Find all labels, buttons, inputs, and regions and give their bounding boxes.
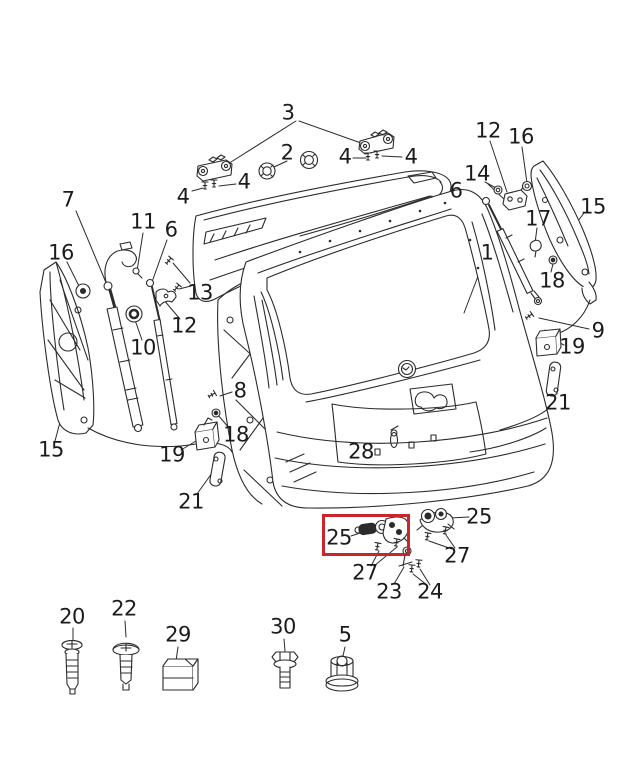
part-strip-21-left — [209, 451, 226, 487]
part-screw-8 — [206, 389, 218, 400]
part-strip-21-right — [545, 361, 562, 397]
part-28-hardware — [390, 425, 399, 431]
part-callout-21[interactable]: 21 — [545, 390, 571, 415]
part-latch-25-right — [416, 507, 455, 533]
part-callout-16[interactable]: 16 — [508, 124, 534, 149]
part-callout-25[interactable]: 25 — [466, 504, 492, 529]
part-callout-22[interactable]: 22 — [111, 596, 137, 621]
part-callout-12[interactable]: 12 — [475, 118, 501, 143]
part-callout-8[interactable]: 8 — [233, 378, 247, 403]
part-bolt-30 — [271, 651, 299, 689]
part-callout-6[interactable]: 6 — [164, 217, 178, 242]
part-callout-17[interactable]: 17 — [525, 206, 551, 231]
part-callout-12[interactable]: 12 — [171, 313, 197, 338]
part-callout-29[interactable]: 29 — [165, 622, 191, 647]
part-callout-6[interactable]: 6 — [449, 178, 463, 203]
part-body-grommets — [258, 150, 319, 180]
part-grommet-10 — [125, 305, 143, 323]
part-callout-15[interactable]: 15 — [38, 437, 64, 462]
part-callout-13[interactable]: 13 — [187, 280, 213, 305]
part-callout-4[interactable]: 4 — [237, 169, 251, 194]
part-callout-4[interactable]: 4 — [338, 144, 352, 169]
part-callout-19[interactable]: 19 — [159, 442, 185, 467]
part-callout-28[interactable]: 28 — [348, 439, 374, 464]
part-grommet-18-left — [211, 408, 221, 418]
part-liftgate-hinge-right — [358, 129, 395, 155]
liftgate-outer-panel — [239, 189, 554, 509]
part-bracket-19-right — [535, 328, 562, 357]
part-clip-29 — [162, 658, 199, 691]
part-bracket-12-left — [155, 288, 177, 307]
part-applique-left — [39, 261, 233, 453]
part-gas-strut-right — [481, 196, 543, 306]
part-callout-15[interactable]: 15 — [580, 194, 606, 219]
part-screws-13 — [163, 255, 182, 293]
part-latch-25-left — [354, 516, 410, 544]
part-callout-9[interactable]: 9 — [591, 318, 605, 343]
part-applique-right — [530, 160, 597, 336]
part-callout-7[interactable]: 7 — [61, 187, 75, 212]
part-callout-2[interactable]: 2 — [280, 140, 294, 165]
part-callout-30[interactable]: 30 — [270, 614, 296, 639]
part-grommet-18-right — [548, 255, 558, 265]
part-callout-11[interactable]: 11 — [130, 209, 156, 234]
part-bracket-19-left — [194, 417, 220, 451]
part-callout-24[interactable]: 24 — [417, 579, 443, 604]
part-callout-27[interactable]: 27 — [352, 560, 378, 585]
part-callout-5[interactable]: 5 — [338, 622, 352, 647]
part-callout-1[interactable]: 1 — [480, 240, 494, 265]
part-callout-10[interactable]: 10 — [130, 335, 156, 360]
part-grommet-16-left — [75, 283, 91, 299]
part-liftgate-hinge-left — [196, 154, 233, 182]
part-nut-5 — [325, 655, 359, 692]
part-callout-27[interactable]: 27 — [444, 543, 470, 568]
part-callout-25[interactable]: 25 — [326, 525, 352, 550]
part-callout-18[interactable]: 18 — [223, 422, 249, 447]
part-striker-23 — [398, 546, 413, 567]
part-callout-14[interactable]: 14 — [464, 161, 490, 186]
part-screw-20 — [61, 639, 83, 695]
part-screw-9 — [523, 310, 535, 322]
part-power-strut — [103, 241, 144, 433]
part-screws-24 — [407, 559, 423, 573]
part-callout-16[interactable]: 16 — [48, 240, 74, 265]
part-screw-22 — [112, 642, 140, 691]
part-callout-20[interactable]: 20 — [59, 604, 85, 629]
part-callout-4[interactable]: 4 — [176, 184, 190, 209]
part-clip-17 — [529, 239, 542, 258]
part-callout-19[interactable]: 19 — [559, 334, 585, 359]
part-callout-3[interactable]: 3 — [281, 100, 295, 125]
part-nut-16-right — [521, 180, 533, 192]
part-callout-4[interactable]: 4 — [404, 144, 418, 169]
part-callout-21[interactable]: 21 — [178, 489, 204, 514]
part-gas-strut-left — [145, 278, 178, 431]
part-callout-23[interactable]: 23 — [376, 579, 402, 604]
part-callout-18[interactable]: 18 — [539, 268, 565, 293]
